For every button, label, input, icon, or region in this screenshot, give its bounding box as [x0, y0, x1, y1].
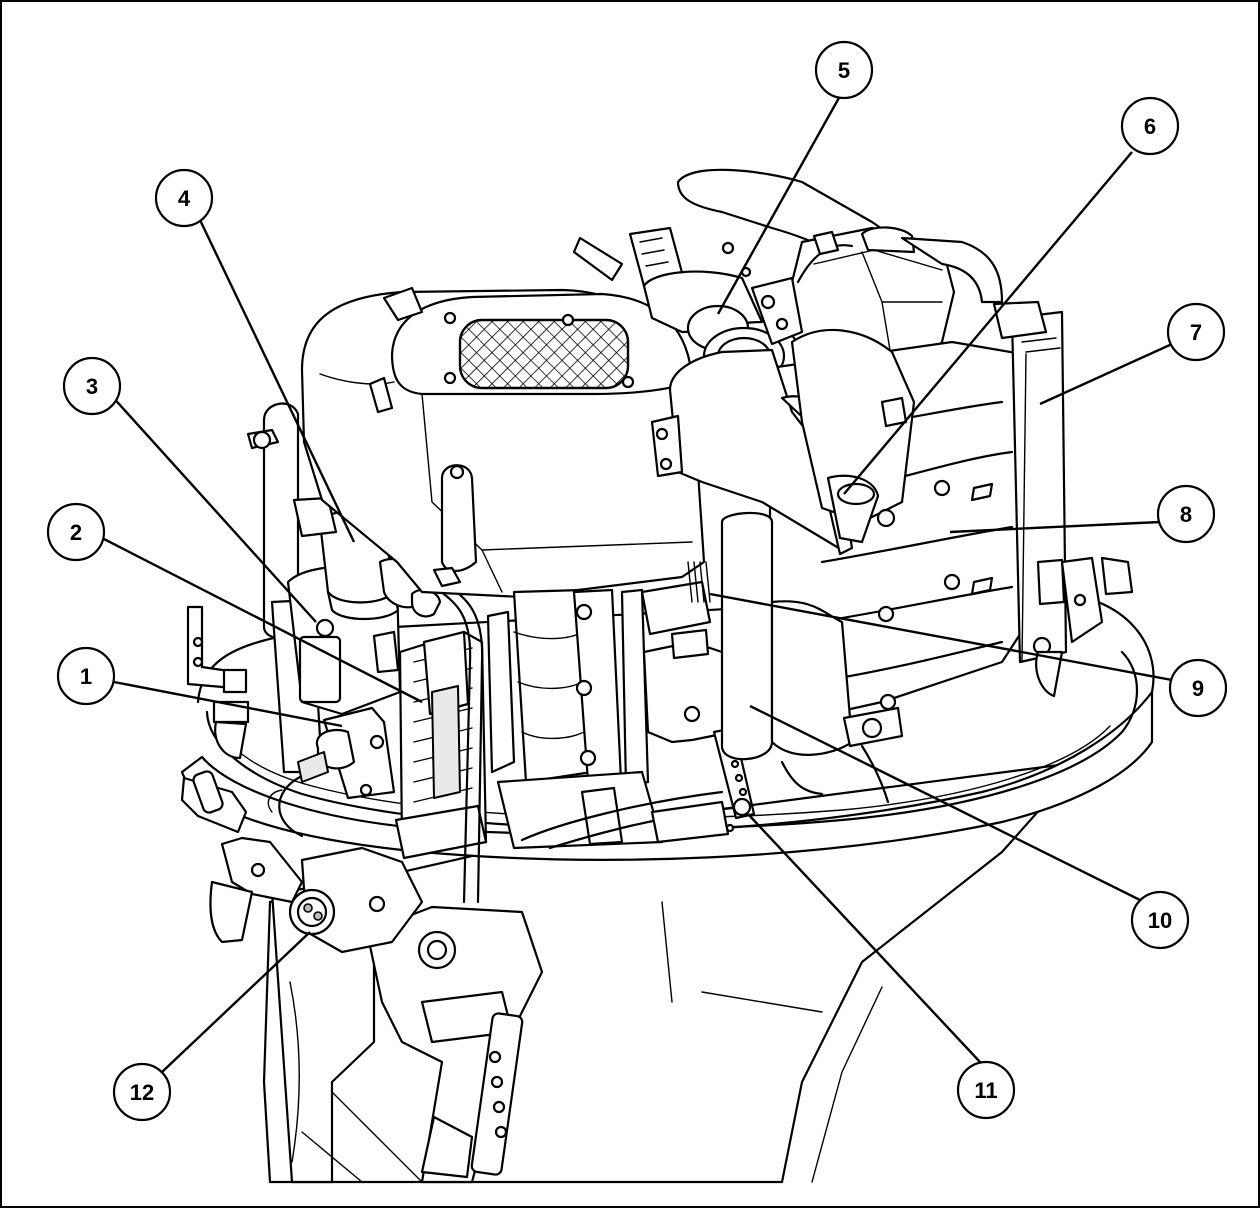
leader-line-5 [716, 95, 842, 315]
intake-silencer [720, 300, 1134, 804]
callout-6: 6 [1120, 96, 1180, 156]
callout-3: 3 [62, 356, 122, 416]
leader-line-11 [747, 813, 981, 1063]
callout-label-6: 6 [1144, 114, 1156, 139]
front-latch [209, 836, 424, 954]
callout-5: 5 [814, 40, 874, 100]
callout-label-9: 9 [1192, 676, 1204, 701]
callout-label-3: 3 [86, 374, 98, 399]
callouts: 1 2 3 4 5 6 7 8 [46, 40, 1228, 1122]
callout-7: 7 [1166, 302, 1226, 362]
callout-label-10: 10 [1148, 908, 1172, 933]
callout-label-12: 12 [130, 1080, 154, 1105]
leader-line-3 [109, 393, 317, 623]
callout-11: 11 [956, 1060, 1016, 1120]
leader-line-8 [949, 520, 1161, 534]
leader-line-10 [749, 704, 1141, 902]
leader-line-1 [113, 680, 343, 728]
cylinder-block [486, 561, 712, 850]
callout-12: 12 [112, 1062, 172, 1122]
callout-8: 8 [1156, 484, 1216, 544]
callout-4: 4 [154, 168, 214, 228]
leader-line-12 [161, 931, 311, 1073]
callout-1: 1 [56, 646, 116, 706]
leader-line-4 [198, 219, 356, 543]
callout-label-11: 11 [974, 1078, 997, 1103]
callout-10: 10 [1130, 890, 1190, 950]
leader-line-9 [709, 592, 1173, 682]
callout-2: 2 [46, 502, 106, 562]
steering-bracket [270, 880, 544, 1184]
callout-label-8: 8 [1180, 502, 1192, 527]
callout-label-4: 4 [178, 186, 191, 211]
callout-label-7: 7 [1190, 320, 1202, 345]
callout-label-2: 2 [70, 520, 82, 545]
leader-line-2 [101, 536, 423, 704]
intake-duct [650, 328, 916, 556]
callout-label-1: 1 [80, 664, 92, 689]
left-lever [180, 770, 248, 834]
flywheel-cover [300, 286, 706, 599]
leader-lines [101, 95, 1173, 1073]
leader-line-6 [843, 151, 1133, 495]
callout-label-5: 5 [838, 58, 850, 83]
leader-line-7 [1039, 342, 1173, 406]
callout-9: 9 [1168, 658, 1228, 718]
intake-assembly [572, 168, 1004, 386]
